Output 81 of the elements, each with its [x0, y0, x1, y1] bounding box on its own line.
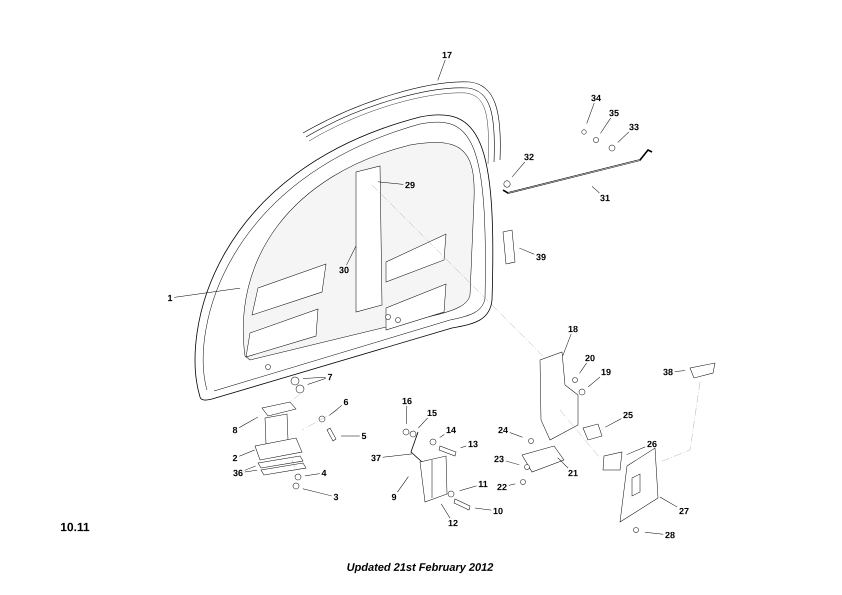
callout-number: 35: [609, 110, 619, 116]
leader-line: [626, 446, 646, 455]
leader-line: [562, 334, 572, 356]
callout-number: 34: [591, 94, 601, 102]
callout-number: 37: [371, 454, 381, 462]
leader-line: [592, 186, 600, 194]
leader-line: [474, 508, 492, 510]
callout-number: 4: [322, 470, 326, 476]
leader-line: [519, 248, 534, 254]
leader-line: [674, 370, 686, 372]
leader-line: [244, 466, 256, 471]
callout-number: 20: [585, 354, 595, 362]
callout-number: 16: [402, 398, 412, 404]
callout-number: 30: [339, 266, 349, 274]
callout-number: 36: [233, 470, 243, 476]
leader-line: [600, 118, 611, 134]
leader-line: [438, 60, 446, 81]
callout-number: 3: [334, 494, 338, 500]
callout-number: 29: [405, 182, 415, 188]
leader-line: [605, 418, 622, 428]
leader-line: [510, 432, 523, 438]
callout-number: 38: [663, 368, 673, 376]
callout-number: 25: [623, 412, 633, 418]
callout-number: 27: [679, 508, 689, 514]
leader-line: [239, 450, 255, 457]
leader-line: [618, 132, 630, 143]
leader-line: [460, 446, 466, 448]
callout-number: 2: [232, 454, 238, 462]
callout-number: 33: [629, 124, 639, 130]
leader-line: [418, 418, 428, 428]
callout-number: 17: [442, 52, 452, 58]
callout-number: 8: [232, 426, 238, 434]
leader-line: [440, 504, 450, 518]
callout-number: 9: [392, 494, 396, 500]
callout-number: 32: [524, 154, 534, 160]
leader-line: [304, 473, 320, 476]
callout-number: 39: [536, 254, 546, 260]
callout-number: 26: [647, 440, 657, 448]
leader-line: [302, 377, 326, 379]
leader-line: [512, 162, 526, 178]
leader-line: [244, 470, 258, 472]
leader-line: [660, 496, 678, 508]
leader-line: [307, 378, 326, 385]
callout-number: 31: [600, 194, 610, 202]
section-number: 10.11: [61, 522, 90, 532]
leader-line: [382, 454, 412, 458]
callout-number: 24: [498, 426, 508, 434]
leader-line: [239, 416, 258, 428]
callout-number: 5: [362, 432, 366, 440]
callout-number: 18: [568, 326, 578, 332]
leader-line: [329, 405, 342, 416]
leader-line: [439, 434, 444, 438]
leader-line: [174, 288, 240, 298]
leader-line: [579, 362, 587, 374]
leader-line: [557, 457, 568, 468]
callout-number: 12: [448, 520, 458, 526]
leader-line: [586, 102, 594, 124]
leader-line: [378, 182, 404, 185]
callout-number: 28: [665, 532, 675, 538]
leader-line: [397, 476, 409, 492]
leader-line: [644, 532, 664, 535]
leader-line: [506, 460, 520, 466]
callout-number: 23: [494, 456, 504, 462]
callout-number: 15: [428, 410, 437, 416]
leader-line: [406, 406, 408, 424]
callout-number: 19: [602, 368, 611, 376]
callout-number: 14: [446, 426, 456, 434]
callout-number: 1: [168, 294, 172, 302]
callout-number: 10: [494, 508, 503, 514]
callout-number: 21: [568, 470, 578, 476]
callout-number: 22: [497, 484, 507, 490]
leader-line: [588, 376, 600, 388]
callout-number: 13: [468, 440, 478, 448]
callout-number: 7: [328, 374, 332, 380]
leader-line: [302, 488, 332, 496]
leader-line: [508, 484, 516, 486]
leader-line: [459, 486, 477, 492]
callout-number: 11: [478, 480, 488, 488]
leader-line: [346, 246, 356, 266]
update-note: Updated 21st February 2012: [347, 562, 494, 574]
callout-number: 6: [344, 398, 348, 406]
